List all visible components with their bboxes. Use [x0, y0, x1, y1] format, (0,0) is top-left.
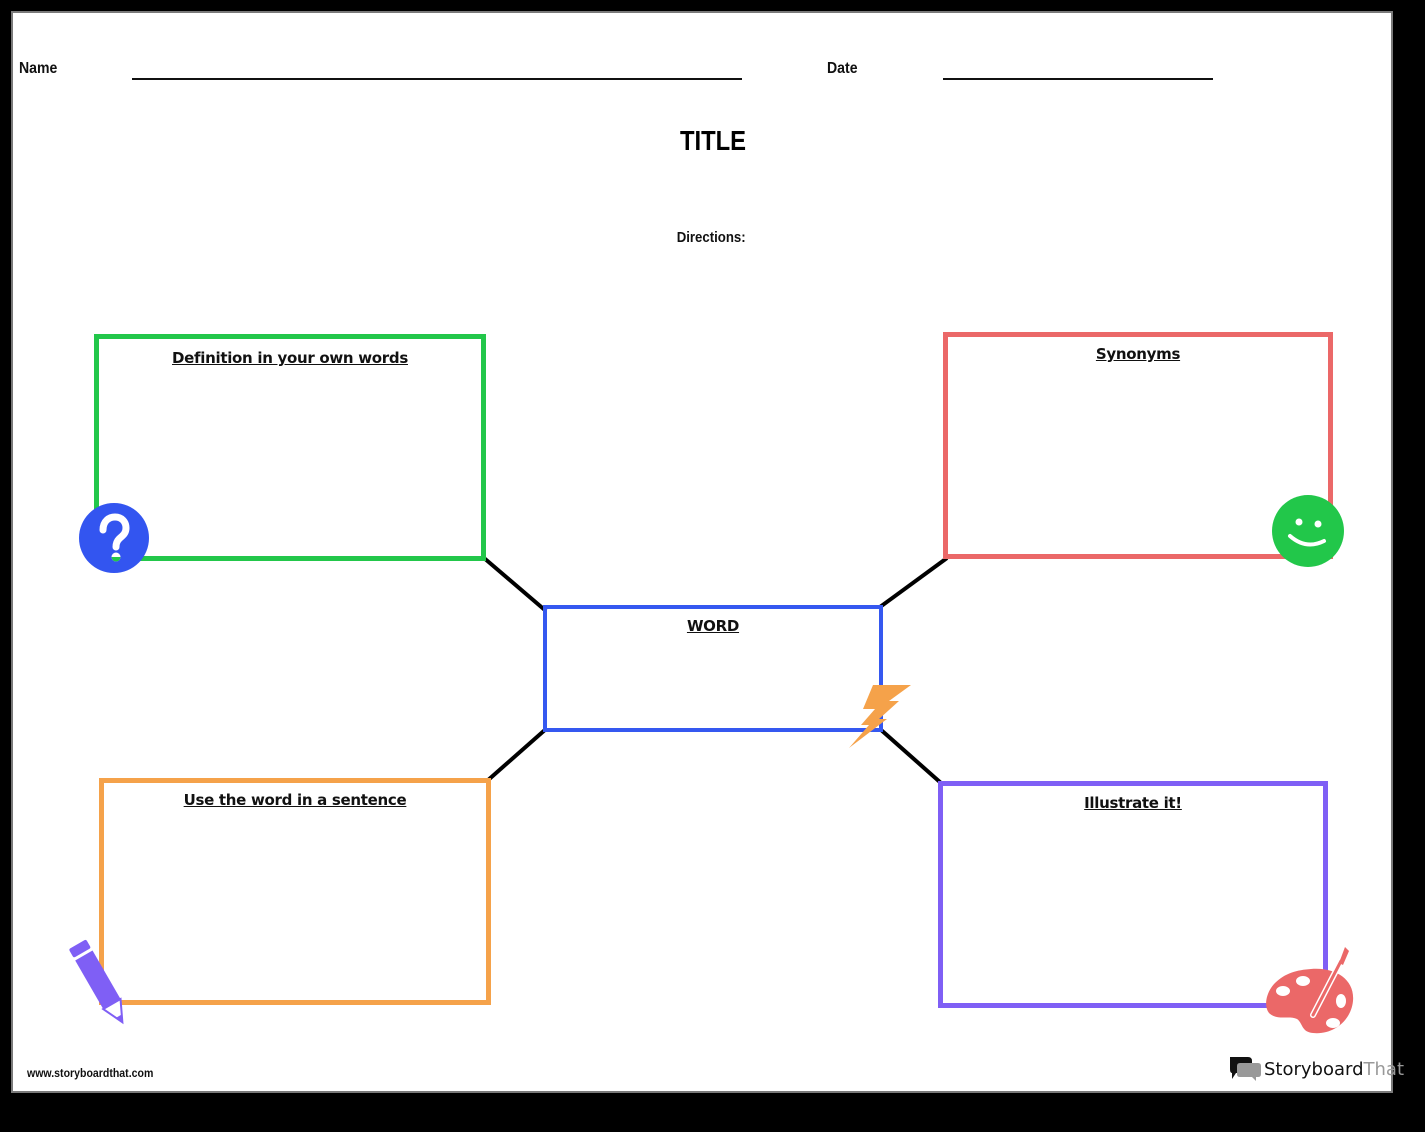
word-box-title: WORD: [686, 617, 740, 635]
brand-secondary: That: [1363, 1058, 1405, 1080]
illustrate-box[interactable]: Illustrate it!: [938, 781, 1328, 1008]
footer-url[interactable]: www.storyboardthat.com: [27, 1066, 154, 1080]
directions-label: Directions:: [676, 229, 746, 246]
connector-lines: [482, 556, 949, 785]
storyboardthat-logo[interactable]: Storyboard That: [1228, 1055, 1404, 1083]
date-field-line[interactable]: [943, 78, 1213, 80]
smiley-face-icon: [1272, 495, 1344, 567]
definition-box[interactable]: Definition in your own words: [94, 334, 486, 561]
synonyms-box-title: Synonyms: [1095, 345, 1181, 363]
paint-palette-icon: [1263, 943, 1358, 1038]
date-label: Date: [827, 60, 858, 77]
speech-bubbles-icon: [1230, 1057, 1261, 1081]
question-circle-icon: [79, 503, 149, 573]
synonyms-box[interactable]: Synonyms: [943, 332, 1333, 559]
pencil-icon: [63, 935, 133, 1030]
illustrate-box-title: Illustrate it!: [1084, 794, 1182, 812]
brand-primary: Storyboard: [1264, 1058, 1364, 1080]
directions-wrap: Directions:: [13, 229, 1409, 247]
definition-box-title: Definition in your own words: [172, 349, 408, 367]
word-box[interactable]: WORD: [543, 605, 883, 732]
lightning-bolt-icon: [849, 685, 913, 749]
name-label: Name: [19, 60, 58, 77]
name-field-line[interactable]: [132, 78, 742, 80]
worksheet-page: Name Date TITLE Directions: Definition i…: [11, 11, 1404, 1093]
page-title: TITLE: [679, 125, 747, 156]
sentence-box-title: Use the word in a sentence: [183, 791, 407, 809]
sentence-box[interactable]: Use the word in a sentence: [99, 778, 491, 1005]
